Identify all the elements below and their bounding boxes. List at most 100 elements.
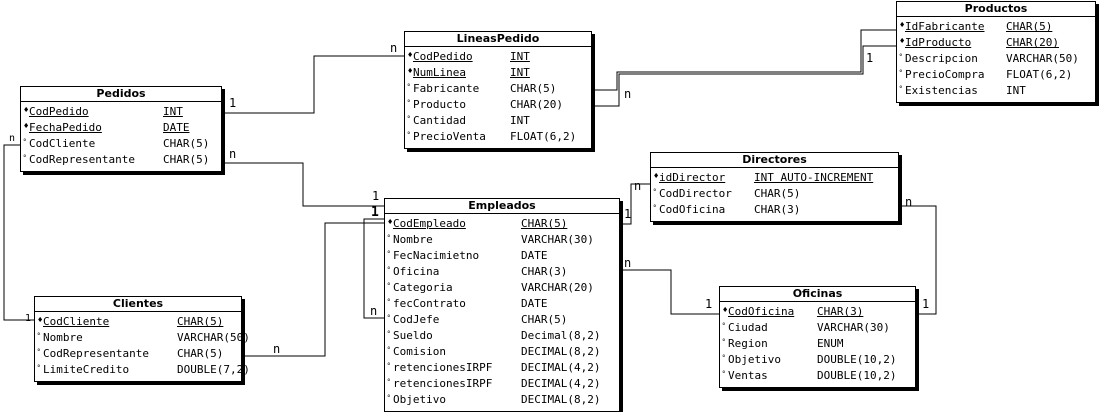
attribute-icon: ° [899,85,903,93]
attribute-name: IdProducto [905,36,972,49]
attribute-name: Producto [413,98,466,111]
attribute-row[interactable]: °Region ENUM [720,336,915,352]
attribute-name: Objetivo [393,393,446,406]
cardinality-label: n [273,342,281,356]
cardinality-label: 1 [705,297,713,311]
attribute-type: VARCHAR(50) [177,331,250,344]
attribute-name: Region [728,337,768,350]
attribute-icon: ° [407,99,411,107]
attribute-name: CodOficina [659,203,726,216]
attribute-row[interactable]: °Objetivo DECIMAL(8,2) [385,392,619,408]
attribute-icon: ° [387,378,391,386]
attribute-name: CodPedido [29,105,89,118]
attribute-type: DOUBLE(10,2) [817,353,897,366]
primary-key-icon: ♦ [722,306,729,314]
attribute-type: INT [510,66,530,79]
attribute-icon: ° [387,394,391,402]
attribute-name: idDirector [659,171,726,184]
attribute-name: CodPedido [413,50,473,63]
attribute-type: CHAR(3) [754,203,801,216]
attribute-row[interactable]: °Nombre VARCHAR(50) [35,330,250,346]
entity-title: LineasPedido [405,32,591,47]
primary-key-icon: ♦ [899,37,906,45]
attribute-icon: ° [37,332,41,340]
attribute-icon: ° [722,354,726,362]
cardinality-label: 1 [922,297,930,311]
attribute-type: DATE [521,297,548,310]
attribute-icon: ° [387,314,391,322]
cardinality-label: n [905,195,913,209]
attribute-type: DATE [521,249,548,262]
attribute-name: fecContrato [393,297,466,310]
attribute-name: CodCliente [29,137,96,150]
line-lineaspedido-productos-b [592,45,896,107]
attribute-name: CodEmpleado [393,217,466,230]
attribute-type: INT [163,105,183,118]
attribute-icon: ° [23,154,27,162]
attribute-icon: ° [387,266,391,274]
attribute-icon: ° [899,69,903,77]
attribute-type: DECIMAL(8,2) [521,393,601,406]
attribute-name: Descripcion [905,52,978,65]
line-empleados-self [363,218,384,319]
attribute-name: Nombre [43,331,83,344]
attribute-type: CHAR(5) [177,315,224,328]
attribute-type: ENUM [817,337,844,350]
attribute-name: IdFabricante [905,20,985,33]
attribute-name: CodRepresentante [29,153,135,166]
entity-title: Oficinas [720,287,915,302]
attribute-icon: ° [722,338,726,346]
attribute-name: PrecioCompra [905,68,985,81]
entity-title: Productos [897,2,1095,17]
line-pedidos-clientes [3,144,34,321]
cardinality-label: n [229,147,237,161]
entity-title: Directores [651,153,898,168]
attribute-type: INT [510,50,530,63]
primary-key-icon: ♦ [407,67,414,75]
cardinality-label: n [624,87,632,101]
